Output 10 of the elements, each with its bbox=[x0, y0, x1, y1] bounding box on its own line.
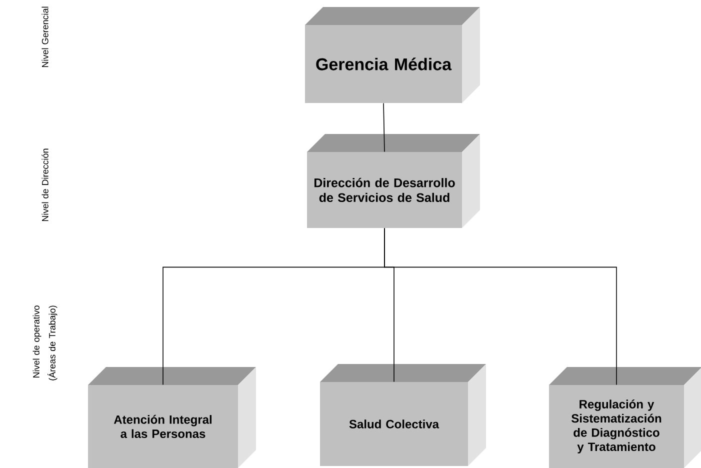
level-label: Nivel de operativo (Áreas de Trabajo) bbox=[32, 306, 58, 380]
box: Dirección de Desarrollo de Servicios de Salud bbox=[307, 134, 480, 228]
level-label: Nivel Gerencial bbox=[42, 6, 48, 67]
box: Regulación y Sistematización de Diagnóstico y Tratamiento bbox=[549, 366, 701, 468]
box: Atención Integral a las Personas bbox=[88, 366, 256, 468]
box: Gerencia Médica bbox=[305, 7, 480, 103]
connector-line bbox=[384, 228, 617, 386]
connector-line bbox=[383, 102, 385, 152]
level-label: Nivel de Dirección bbox=[42, 148, 48, 221]
box: Salud Colectiva bbox=[320, 364, 486, 466]
